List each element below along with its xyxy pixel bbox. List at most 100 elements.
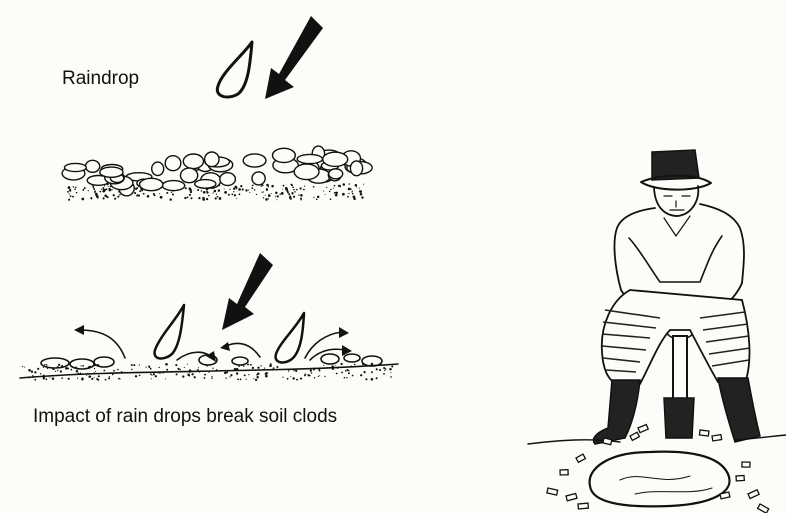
soil-speck: [330, 189, 331, 190]
soil-speck: [249, 192, 250, 193]
soil-speck: [243, 365, 244, 366]
soil-speck: [265, 372, 267, 374]
soil-speck: [365, 364, 367, 366]
soil-speck: [245, 189, 247, 191]
soil-speck: [219, 197, 222, 200]
soil-speck: [99, 191, 101, 193]
soil-clod: [140, 178, 163, 190]
soil-speck: [112, 374, 114, 376]
soil-speck: [326, 187, 327, 188]
soil-speck: [277, 195, 279, 197]
pebble: [630, 432, 639, 440]
soil-speck: [109, 376, 110, 377]
soil-speck: [233, 191, 234, 192]
soil-speck: [208, 372, 209, 373]
soil-speck: [94, 377, 95, 378]
soil-speck: [282, 189, 283, 190]
soil-speck: [180, 369, 181, 370]
soil-speck: [311, 372, 313, 374]
soil-speck: [313, 186, 315, 188]
rain-direction-arrow-top: [265, 16, 323, 99]
soil-speck: [28, 369, 31, 372]
soil-clod: [297, 154, 322, 163]
soil-clod: [294, 164, 319, 180]
soil-speck: [216, 193, 217, 194]
soil-speck: [354, 364, 355, 365]
soil-speck: [252, 185, 254, 187]
soil-speck: [336, 373, 338, 375]
soil-speck: [75, 373, 76, 374]
soil-speck: [176, 373, 178, 375]
soil-speck: [46, 364, 48, 366]
soil-speck: [91, 198, 92, 199]
soil-speck: [269, 364, 272, 367]
soil-speck: [247, 364, 249, 366]
soil-speck: [68, 199, 70, 201]
soil-speck: [234, 194, 236, 196]
soil-speck: [40, 373, 41, 374]
soil-speck: [189, 369, 191, 371]
soil-clod: [65, 163, 87, 171]
soil-speck: [81, 198, 84, 201]
soil-speck: [43, 367, 44, 368]
soil-speck: [268, 194, 271, 197]
soil-speck: [343, 183, 346, 186]
soil-speck: [224, 372, 227, 375]
soil-speck: [104, 185, 105, 186]
soil-speck: [74, 188, 76, 190]
soil-speck: [348, 188, 351, 191]
soil-speck: [178, 368, 180, 370]
soil-speck: [153, 373, 155, 375]
soil-speck: [166, 192, 168, 194]
soil-speck: [108, 377, 110, 379]
soil-speck: [28, 376, 30, 378]
soil-speck: [80, 365, 81, 366]
soil-speck: [197, 189, 199, 191]
soil-speck: [266, 184, 269, 187]
soil-speck: [263, 191, 264, 192]
soil-speck: [131, 364, 133, 366]
soil-speck: [279, 193, 280, 194]
soil-speck: [57, 370, 58, 371]
soil-speck: [73, 186, 75, 188]
soil-speck: [248, 374, 249, 375]
soil-speck: [291, 192, 293, 194]
soil-speck: [119, 378, 120, 379]
soil-speck: [271, 369, 273, 371]
pebble: [699, 430, 709, 436]
soil-clod: [181, 168, 198, 183]
soil-speck: [316, 198, 318, 200]
soil-speck: [32, 375, 33, 376]
soil-speck: [185, 187, 187, 189]
soil-speck: [289, 197, 291, 199]
soil-speck: [229, 189, 230, 190]
soil-speck: [376, 368, 378, 370]
soil-speck: [134, 192, 136, 194]
soil-speck: [344, 377, 346, 379]
soil-speck: [383, 367, 385, 369]
soil-speck: [215, 197, 217, 199]
soil-speck: [300, 198, 302, 200]
soil-speck: [91, 378, 93, 380]
soil-speck: [80, 372, 81, 373]
soil-speck: [117, 196, 119, 198]
pebble: [576, 454, 585, 462]
soil-speck: [61, 365, 63, 367]
soil-speck: [103, 188, 105, 190]
soil-speck: [212, 376, 213, 377]
pebble: [638, 424, 648, 432]
soil-speck: [206, 191, 208, 193]
soil-speck: [24, 367, 25, 368]
soil-speck: [361, 196, 363, 198]
soil-speck: [113, 370, 115, 372]
soil-speck: [151, 375, 152, 376]
soil-speck: [359, 188, 360, 189]
soil-speck: [304, 375, 306, 377]
soil-speck: [229, 376, 230, 377]
soil-speck: [82, 365, 84, 367]
soil-speck: [137, 187, 139, 189]
soil-speck: [213, 192, 214, 193]
soil-speck: [88, 190, 89, 191]
soil-speck: [189, 194, 191, 196]
soil-speck: [347, 196, 349, 198]
